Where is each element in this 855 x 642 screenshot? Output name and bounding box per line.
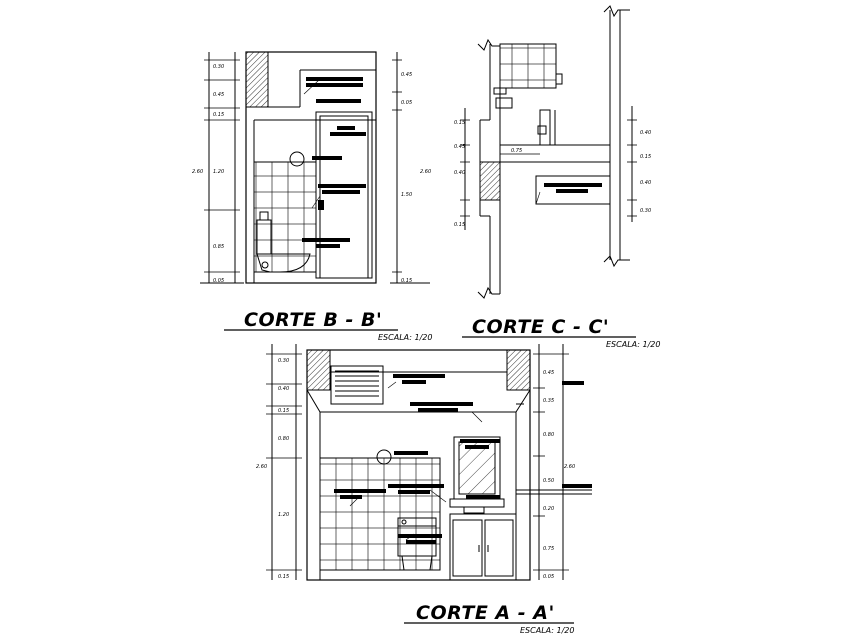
section-aa-dims: 0.30 0.40 0.15 0.80 1.20 0.15 2.60 0.45 … [256,358,575,580]
dim-bb-l-4: 1.20 [213,169,224,175]
dim-cc-r-1: 0.40 [640,130,651,136]
dim-aa-l-3: 0.15 [278,408,289,414]
section-cc-labels [544,183,602,193]
dim-cc-mid: 0.75 [511,148,522,154]
dim-cc-l-1: 0.15 [454,120,465,126]
dim-aa-l-6: 0.15 [278,574,289,580]
dim-bb-l-3: 0.15 [213,112,224,118]
dim-bb-r-1: 0.45 [401,72,412,78]
section-cc-dims: 0.15 0.45 0.40 0.15 0.75 0.40 0.15 0.40 … [454,120,651,228]
dim-aa-r-5: 0.20 [543,506,554,512]
dim-cc-r-4: 0.30 [640,208,651,214]
section-bb-labels [302,77,366,248]
dim-aa-r-3: 0.80 [543,432,554,438]
dim-aa-r-1: 0.45 [543,370,554,376]
dim-cc-r-2: 0.15 [640,154,651,160]
dim-cc-l-2: 0.45 [454,144,465,150]
scale-corte-cc: ESCALA: 1/20 [606,340,661,349]
dim-aa-r-total: 2.60 [564,464,575,470]
title-corte-bb: CORTE B - B' [244,309,383,331]
dim-bb-r-4: 0.15 [401,278,412,284]
scale-corte-aa: ESCALA: 1/20 [520,626,575,635]
section-aa-drawing [266,344,592,581]
dim-cc-r-3: 0.40 [640,180,651,186]
dim-aa-r-4: 0.50 [543,478,554,484]
dim-bb-r-2: 0.05 [401,100,412,106]
dim-cc-l-4: 0.15 [454,222,465,228]
dim-aa-r-7: 0.05 [543,574,554,580]
dim-aa-l-1: 0.30 [278,358,289,364]
dim-cc-l-3: 0.40 [454,170,465,176]
dim-bb-r-3: 1.50 [401,192,412,198]
scale-corte-bb: ESCALA: 1/20 [378,333,433,342]
dim-bb-l-5: 0.85 [213,244,224,250]
dim-bb-l-1: 0.30 [213,64,224,70]
dim-bb-r-total: 2.60 [420,169,431,175]
dim-aa-r-6: 0.75 [543,546,554,552]
dim-bb-l-2: 0.45 [213,92,224,98]
section-aa-labels [334,374,592,544]
section-bb-drawing [200,51,430,284]
section-cc-drawing [460,5,637,299]
dim-aa-l-2: 0.40 [278,386,289,392]
title-corte-aa: CORTE A - A' [416,602,555,624]
title-corte-cc: CORTE C - C' [472,316,610,338]
dim-aa-l-5: 1.20 [278,512,289,518]
section-bb-dims: 0.30 0.45 0.15 1.20 0.85 0.05 2.60 0.45 … [192,64,431,284]
title-underlines [224,329,636,624]
dim-bb-l-6: 0.05 [213,278,224,284]
dim-aa-r-2: 0.35 [543,398,554,404]
dim-bb-l-total: 2.60 [192,169,203,175]
dim-aa-l-total: 2.60 [256,464,267,470]
dim-aa-l-4: 0.80 [278,436,289,442]
